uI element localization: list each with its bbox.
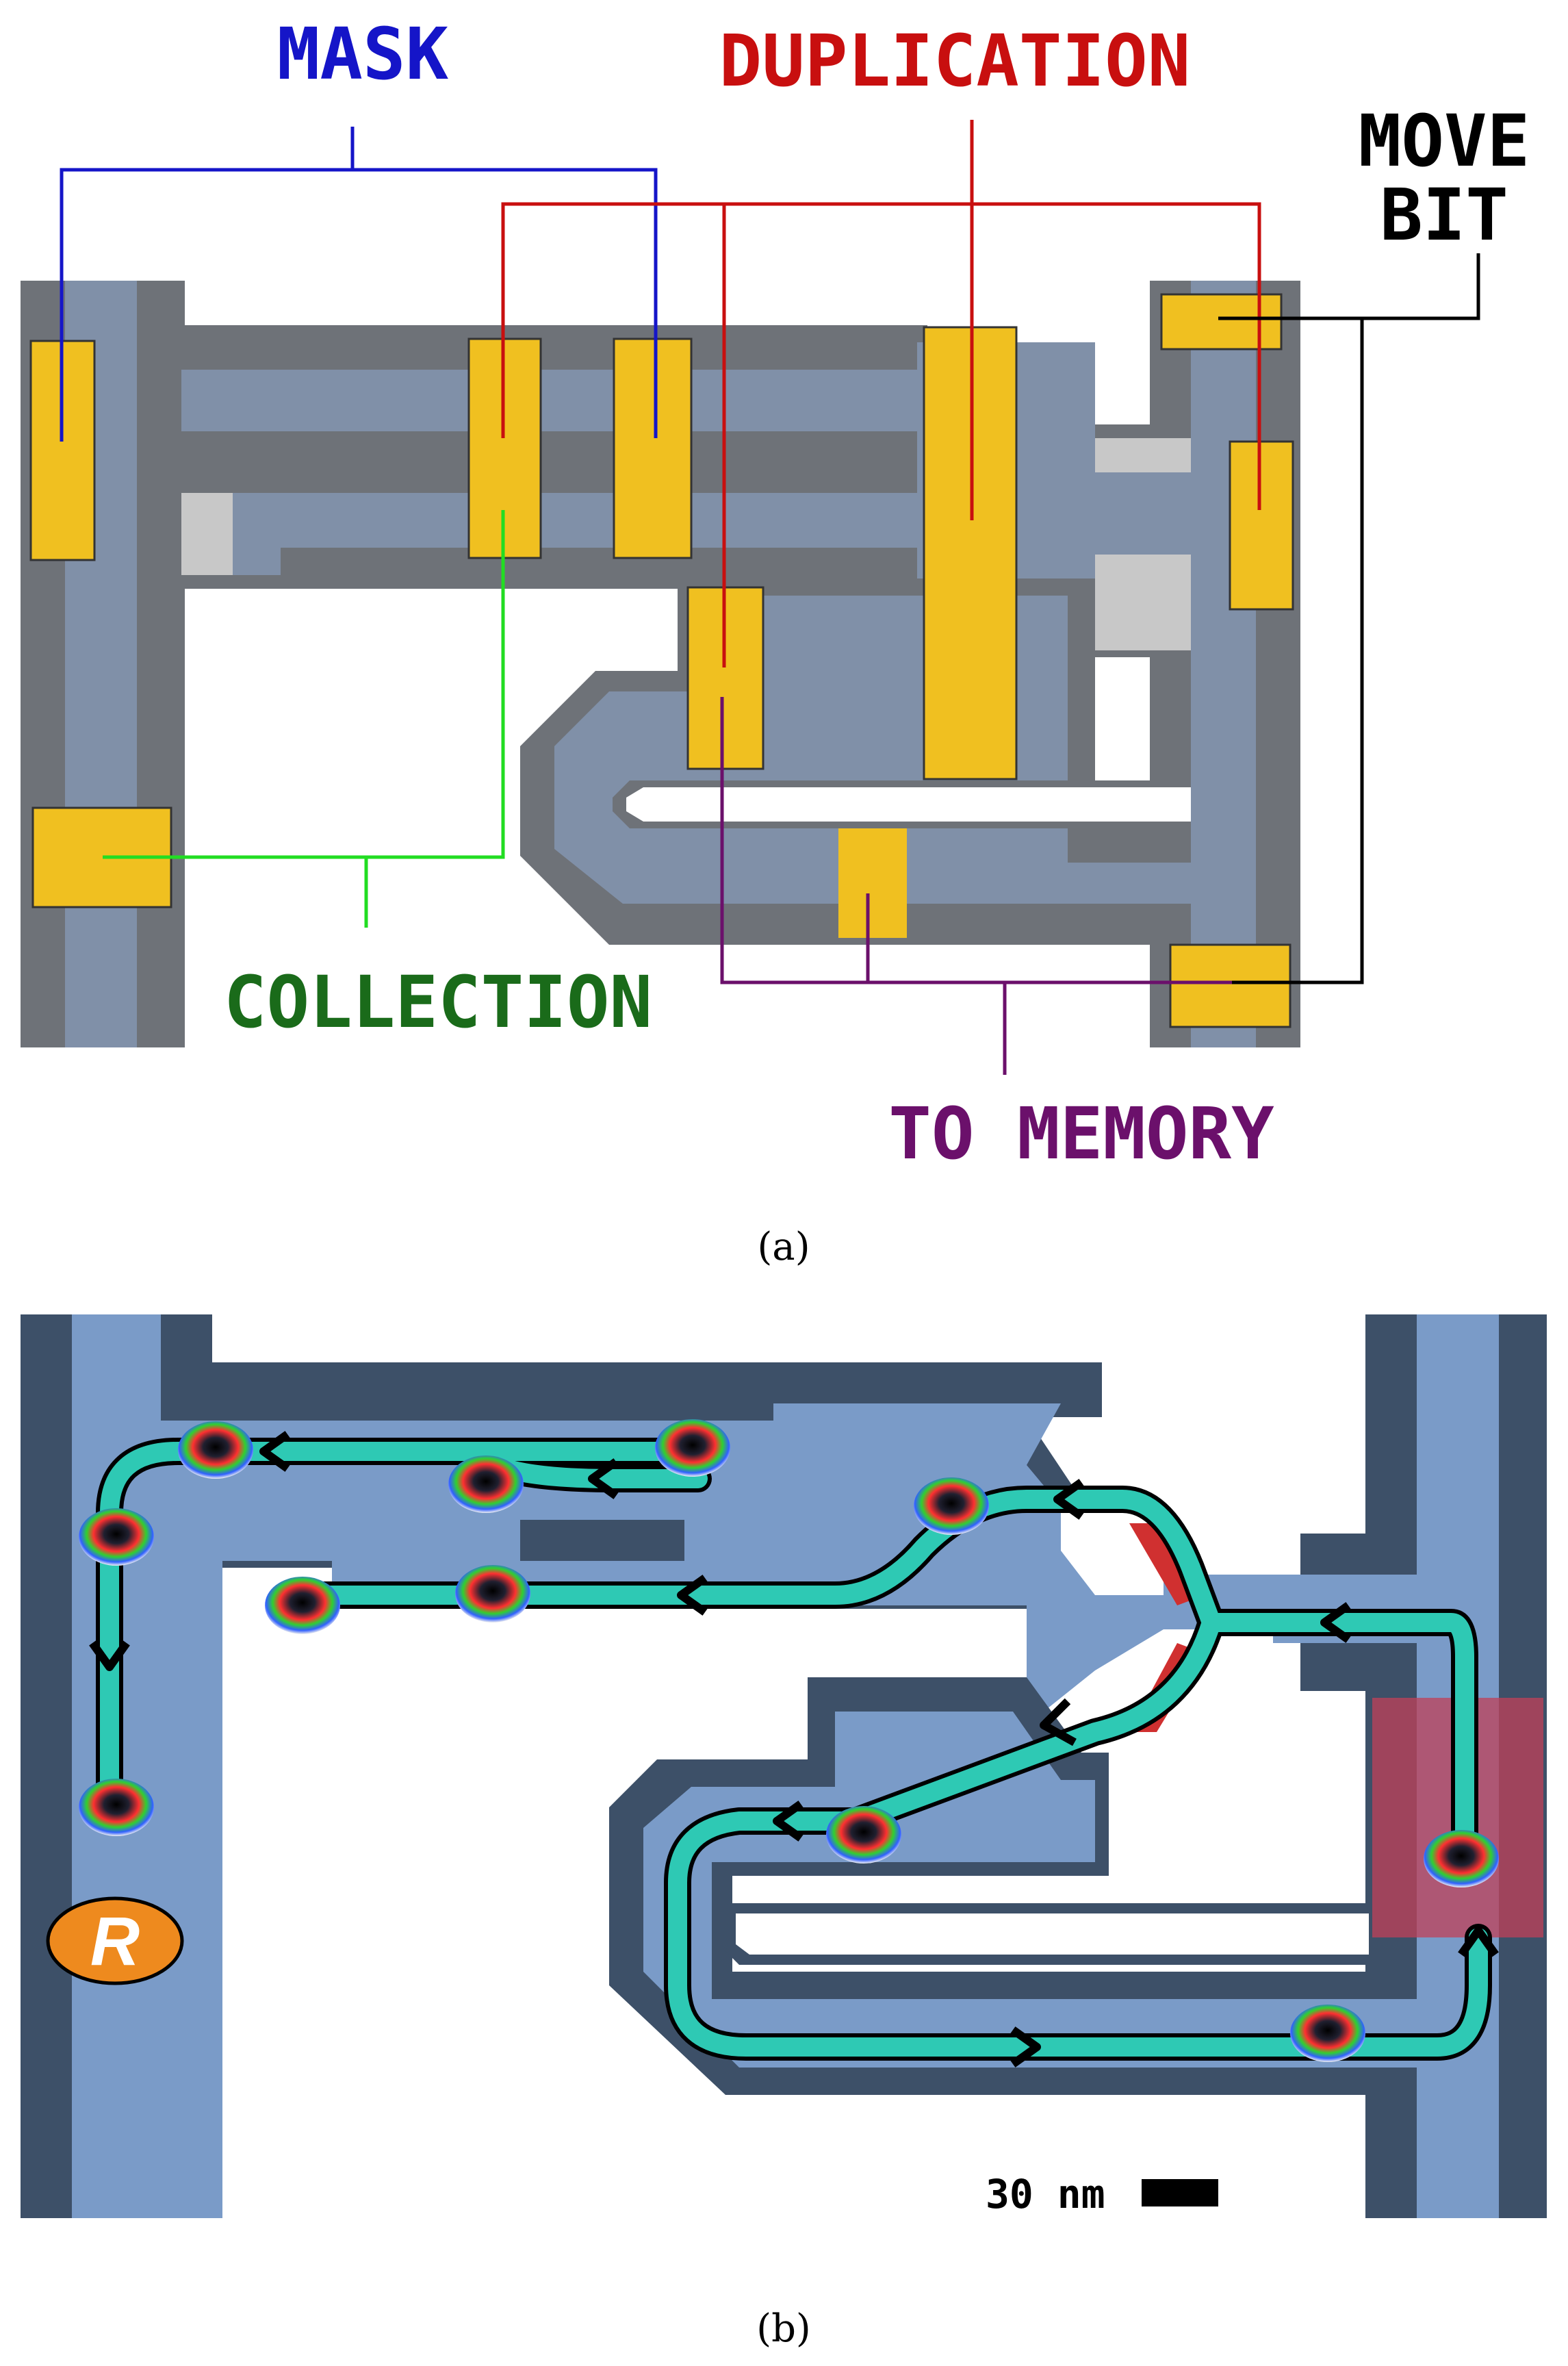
electrode-move-bottom <box>1169 943 1291 1028</box>
label-collection: COLLECTION <box>224 961 652 1044</box>
skyrmion <box>914 1477 989 1535</box>
electrode-mask-right <box>613 338 693 559</box>
caption-a: (a) <box>757 1225 810 1269</box>
skyrmion <box>178 1421 253 1479</box>
panel-a: MASK DUPLICATION MOVE BIT COLLECTION TO … <box>21 12 1530 1269</box>
electrode-memory <box>838 828 907 938</box>
skyrmion-path <box>96 1438 1492 2061</box>
scale-bar-label: 30 nm <box>986 2171 1105 2217</box>
panel-b: R 30 nm (b) <box>21 1314 1547 2351</box>
skyrmion <box>79 1508 154 1566</box>
skyrmion <box>79 1779 154 1836</box>
skyrmion <box>655 1419 730 1477</box>
skyrmion <box>826 1806 901 1863</box>
skyrmion <box>1290 2005 1365 2062</box>
path-arrows <box>89 1431 1499 2068</box>
skyrmion <box>1424 1830 1499 1887</box>
scale-bar-line <box>1142 2179 1218 2206</box>
mask-lines <box>60 127 658 442</box>
label-bit: BIT <box>1380 173 1508 257</box>
move-bit-lines <box>1218 253 1480 984</box>
label-move: MOVE <box>1359 99 1530 183</box>
skyrmion <box>265 1577 340 1634</box>
panel-a-track <box>21 281 1300 1047</box>
electrode-move-top <box>1160 293 1283 351</box>
skyrmion <box>448 1455 524 1513</box>
skyrmion <box>455 1565 530 1623</box>
caption-b: (b) <box>756 2306 811 2351</box>
duplication-lines <box>501 120 1261 667</box>
reset-label: R <box>90 1903 140 1980</box>
label-mask: MASK <box>277 12 449 96</box>
skyrmions <box>79 1419 1499 2062</box>
label-duplication: DUPLICATION <box>719 19 1191 103</box>
collection-lines <box>103 510 505 928</box>
electrode-dup-right <box>1229 440 1294 611</box>
scale-bar: 30 nm <box>986 2171 1218 2217</box>
label-to-memory: TO MEMORY <box>888 1092 1274 1175</box>
reset-badge: R <box>46 1896 184 1985</box>
to-memory-lines <box>720 697 1232 1075</box>
